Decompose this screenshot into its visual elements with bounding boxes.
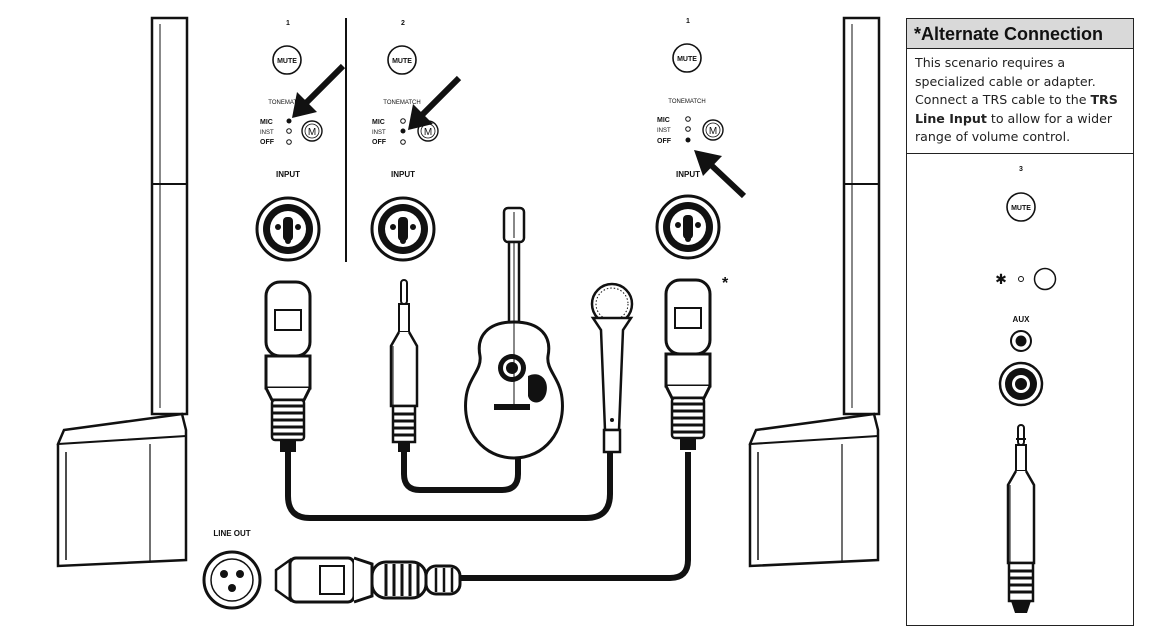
inst-indicator xyxy=(286,128,292,134)
mute-button[interactable]: MUTE xyxy=(272,45,302,75)
channel-number: 1 xyxy=(286,20,290,27)
tonematch-button-glyph: M xyxy=(709,126,717,137)
tonematch-button[interactable]: M xyxy=(301,120,323,142)
asterisk-marker: * xyxy=(722,275,729,292)
inst-indicator xyxy=(400,128,406,134)
microphone xyxy=(590,282,634,454)
channel-number: 2 xyxy=(401,20,405,27)
arrow-channel-1-mic xyxy=(292,63,346,118)
trs-plug xyxy=(1006,424,1036,613)
channel-strip-right-1: 1 MUTE TONEMATCH MIC INST OFF M INPUT xyxy=(655,18,724,260)
bluetooth-icon: ✱ xyxy=(995,271,1007,287)
input-label: INPUT xyxy=(676,170,700,179)
mute-button[interactable]: MUTE xyxy=(1006,192,1036,222)
channel-strip-left-1: 1 MUTE TONEMATCH MIC INST OFF M INPUT xyxy=(255,20,323,262)
tonematch-label: TONEMATCH xyxy=(268,100,305,106)
line-out-cable xyxy=(456,452,691,581)
alternate-connection-panel: *Alternate Connection This scenario requ… xyxy=(906,18,1134,626)
mute-label: MUTE xyxy=(392,58,412,65)
tonematch-button-glyph: M xyxy=(424,127,432,138)
channel-3-number: 3 xyxy=(1019,166,1023,173)
mic-label: MIC xyxy=(260,119,273,126)
inst-label: INST xyxy=(372,130,386,136)
bluetooth-button[interactable] xyxy=(1033,267,1057,291)
input-jack[interactable] xyxy=(370,196,436,262)
mic-indicator xyxy=(286,118,292,124)
tonematch-button[interactable]: M xyxy=(417,120,439,142)
mic-label: MIC xyxy=(372,119,385,126)
trs-line-input-jack[interactable] xyxy=(998,361,1044,407)
mic-label: MIC xyxy=(657,117,670,124)
right-speaker-tower xyxy=(748,16,881,568)
line-out-label: LINE OUT xyxy=(213,529,250,538)
left-speaker-tower xyxy=(56,16,189,568)
alternate-connection-illustration: 3 MUTE ✱ AUX xyxy=(995,166,1057,613)
channel-strip-left-2: 2 MUTE TONEMATCH MIC INST OFF M INPUT xyxy=(370,20,439,262)
off-label: OFF xyxy=(372,139,387,146)
line-out-jack[interactable] xyxy=(202,550,262,610)
xlr-plug-right xyxy=(664,278,712,452)
inst-label: INST xyxy=(657,128,671,134)
bluetooth-indicator xyxy=(1018,276,1024,282)
aux-label: AUX xyxy=(1013,315,1031,324)
mic-cable xyxy=(285,452,613,521)
channel-number: 1 xyxy=(686,18,690,25)
off-indicator xyxy=(685,137,691,143)
mic-indicator xyxy=(685,116,691,122)
inst-indicator xyxy=(685,126,691,132)
alternate-connection-title: *Alternate Connection xyxy=(907,19,1133,49)
off-label: OFF xyxy=(657,138,672,145)
off-indicator xyxy=(286,139,292,145)
input-jack[interactable] xyxy=(655,194,721,260)
mute-button[interactable]: MUTE xyxy=(387,45,417,75)
tonematch-button[interactable]: M xyxy=(702,119,724,141)
ts-plug-guitar xyxy=(389,278,419,454)
guitar-cable xyxy=(401,452,521,493)
mic-indicator xyxy=(400,118,406,124)
off-indicator xyxy=(400,139,406,145)
inst-label: INST xyxy=(260,130,274,136)
diagram-canvas: 1 MUTE TONEMATCH MIC INST OFF M INPUT 2 … xyxy=(56,16,881,610)
input-label: INPUT xyxy=(391,170,415,179)
alternate-connection-description: This scenario requires a specialized cab… xyxy=(907,49,1133,154)
arrow-right-channel-off xyxy=(694,150,747,199)
tonematch-label: TONEMATCH xyxy=(668,99,705,105)
mute-label: MUTE xyxy=(277,58,297,65)
input-jack[interactable] xyxy=(255,196,321,262)
mute-button[interactable]: MUTE xyxy=(672,43,702,73)
mute-label: MUTE xyxy=(1011,205,1031,212)
input-label: INPUT xyxy=(276,170,300,179)
off-label: OFF xyxy=(260,139,275,146)
trs-line-input-emphasis: TRS Line Input xyxy=(915,92,1118,126)
mute-label: MUTE xyxy=(677,56,697,63)
aux-jack[interactable] xyxy=(1010,330,1032,352)
tonematch-button-glyph: M xyxy=(308,127,316,138)
line-out-section: LINE OUT xyxy=(202,529,462,610)
description-text-end: to allow for a wider range of volume con… xyxy=(915,110,1113,145)
acoustic-guitar xyxy=(464,206,564,460)
xlr-plug-left xyxy=(264,280,312,454)
description-text: This scenario requires a specialized cab… xyxy=(915,55,1096,107)
tonematch-label: TONEMATCH xyxy=(383,100,420,106)
line-out-xlr-plug xyxy=(274,556,462,604)
arrow-channel-2-inst xyxy=(408,75,462,130)
